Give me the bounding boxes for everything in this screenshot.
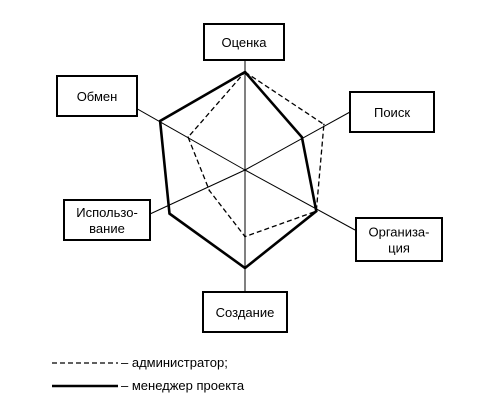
legend-label-administrator: – администратор; (121, 355, 228, 370)
point-administrator-5 (208, 189, 211, 192)
axis-label: вание (89, 221, 125, 236)
axis-label: Организа- (369, 225, 430, 240)
axis-label: Обмен (77, 89, 118, 104)
axis-box-frame (355, 217, 443, 262)
axis-line-5 (149, 169, 246, 215)
axis-line-2 (244, 111, 351, 171)
axis-line-6 (117, 97, 246, 171)
axis-lines (117, 60, 356, 292)
axis-box-frame (349, 91, 435, 133)
legend-label-project-manager: – менеджер проекта (121, 378, 245, 393)
point-project-manager-2 (301, 136, 303, 138)
axis-label: Поиск (374, 105, 410, 120)
axis-label: Создание (216, 305, 275, 320)
legend: – администратор; – менеджер проекта (52, 355, 245, 393)
point-project-manager-3 (315, 210, 318, 212)
point-project-manager-4 (244, 267, 246, 269)
axis-label: Оценка (221, 35, 267, 50)
point-administrator-6 (187, 136, 189, 138)
axis-box-frame (203, 23, 285, 61)
axis-box-frame (56, 75, 138, 117)
axis-box-4: Создание (202, 291, 288, 333)
axis-box-frame (63, 199, 151, 241)
axis-label: Использо- (76, 205, 138, 220)
axis-box-frame (202, 291, 288, 333)
point-project-manager-1 (244, 71, 246, 73)
axis-box-5: Использо-вание (63, 199, 151, 241)
axis-box-1: Оценка (203, 23, 285, 61)
point-project-manager-6 (159, 120, 161, 122)
point-administrator-4 (244, 235, 246, 238)
series-polygon-administrator (187, 71, 325, 238)
axis-box-2: Поиск (349, 91, 435, 133)
axis-box-6: Обмен (56, 75, 138, 117)
axis-line-3 (244, 169, 356, 231)
axis-box-3: Организа-ция (355, 217, 443, 262)
point-administrator-2 (323, 123, 325, 126)
series-polygon-project-manager (158, 70, 318, 270)
point-project-manager-5 (168, 212, 171, 215)
series-polygons (158, 70, 325, 270)
axis-label: ция (388, 241, 410, 256)
